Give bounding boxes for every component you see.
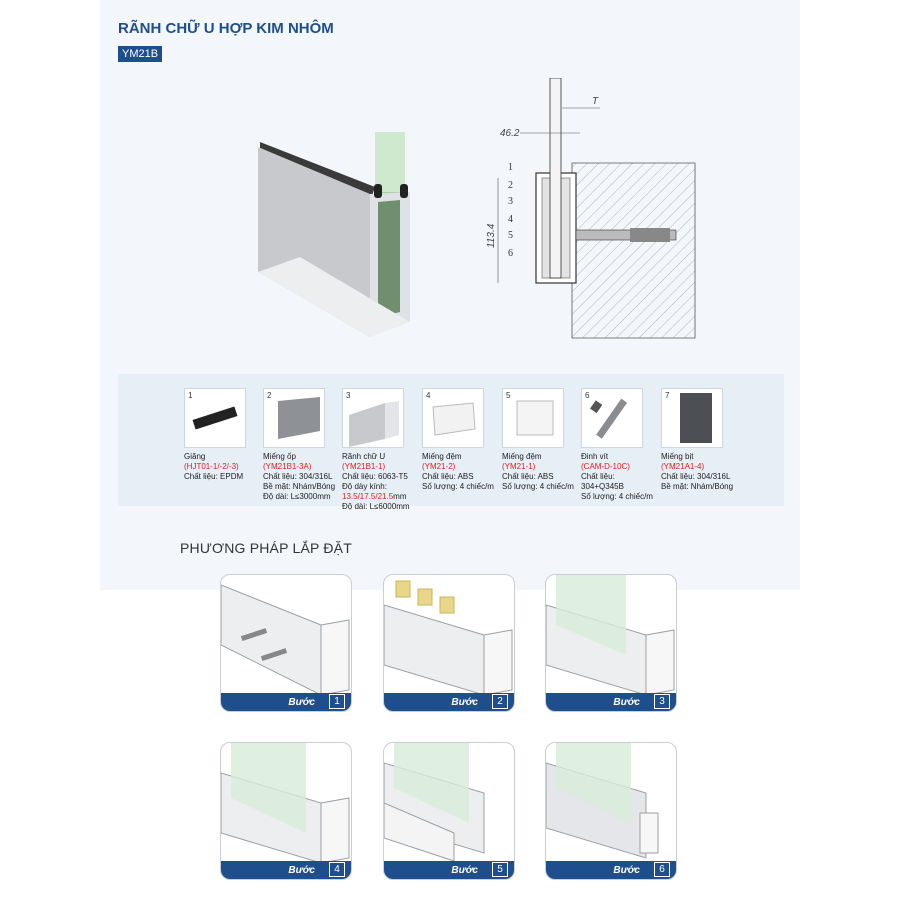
glass-thickness-values: 13.5/17.5/21.5 xyxy=(342,492,394,501)
component-image: 6 xyxy=(581,388,643,448)
component-spec: Số lượng: 4 chiếc/m xyxy=(502,482,574,491)
component-spec: Chất liệu: ABS xyxy=(502,472,554,481)
callout-2: 2 xyxy=(508,180,513,191)
component-spec: Chất liệu: 304+Q345B xyxy=(581,472,624,491)
component-spec: Bề mặt: Nhám/Bóng xyxy=(661,482,734,491)
component-spec: Độ dài: L≤3000mm xyxy=(263,492,331,501)
step-illustration xyxy=(221,584,350,695)
step-illustration xyxy=(384,580,513,695)
step-footer xyxy=(384,861,514,879)
component-spec: Chất liệu: 6063-T5 xyxy=(342,472,408,481)
step-label: Bước xyxy=(451,697,478,708)
component-image: 1 xyxy=(184,388,246,448)
step-label: Bước xyxy=(613,865,640,876)
callout-5: 5 xyxy=(508,230,513,241)
callout-6: 6 xyxy=(508,248,513,259)
component-number: 3 xyxy=(346,391,351,400)
component-code: (YM21B1-1) xyxy=(342,462,386,471)
component-code: (YM21A1-4) xyxy=(661,462,705,471)
step-label: Bước xyxy=(613,697,640,708)
step-number: 4 xyxy=(329,862,345,877)
component-number: 2 xyxy=(267,391,272,400)
component-spec: Độ dày kính: xyxy=(342,482,387,491)
install-step-4: Bước 4 xyxy=(220,742,352,880)
step-footer xyxy=(546,861,676,879)
step-footer xyxy=(546,693,676,711)
install-step-1: Bước 1 xyxy=(220,574,352,712)
section-diagram: 46.2 T 113.4 1 2 3 4 5 6 xyxy=(486,78,696,339)
component-spec: Bề mặt: Nhám/Bóng xyxy=(263,482,336,491)
step-label: Bước xyxy=(451,865,478,876)
component-number: 7 xyxy=(665,391,670,400)
step-number: 5 xyxy=(492,862,508,877)
component-name: Miếng đệm xyxy=(502,452,542,461)
component-spec: Số lượng: 4 chiếc/m xyxy=(581,492,653,501)
step-footer xyxy=(384,693,514,711)
glass-thickness-unit: mm xyxy=(393,492,407,501)
component-image: 7 xyxy=(661,388,723,448)
callout-1: 1 xyxy=(508,162,513,173)
component-number: 4 xyxy=(426,391,431,400)
component-code: (YM21B1-3A) xyxy=(263,462,312,471)
callout-4: 4 xyxy=(508,214,513,225)
component-number: 1 xyxy=(188,391,193,400)
component-code: (CAM-D-10C) xyxy=(581,462,630,471)
step-illustration xyxy=(546,743,659,859)
step-number: 1 xyxy=(329,694,345,709)
component-name: Rãnh chữ U xyxy=(342,452,386,461)
install-step-2: Bước 2 xyxy=(383,574,515,712)
component-7: 7 Miếng bịt (YM21A1-4) Chất liệu: 304/31… xyxy=(661,388,739,492)
component-name: Miếng ốp xyxy=(263,452,296,461)
component-spec: Chất liệu: ABS xyxy=(422,472,474,481)
component-2: 2 Miếng ốp (YM21B1-3A) Chất liệu: 304/31… xyxy=(263,388,341,502)
product-render xyxy=(258,132,410,337)
step-number: 3 xyxy=(654,694,670,709)
component-code: (YM21-2) xyxy=(422,462,456,471)
component-name: Miếng đệm xyxy=(422,452,462,461)
step-illustration xyxy=(384,743,485,862)
component-3: 3 Rãnh chữ U (YM21B1-1) Chất liệu: 6063-… xyxy=(342,388,420,512)
component-code: (HJT01-1/-2/-3) xyxy=(184,462,239,471)
component-number: 6 xyxy=(585,391,590,400)
step-number: 2 xyxy=(492,694,508,709)
install-method-title: PHƯƠNG PHÁP LẮP ĐẶT xyxy=(180,540,352,556)
step-number: 6 xyxy=(654,862,670,877)
component-code: (YM21-1) xyxy=(502,462,536,471)
component-image: 3 xyxy=(342,388,404,448)
install-step-6: Bước 6 xyxy=(545,742,677,880)
product-code-badge: YM21B xyxy=(118,46,163,62)
component-image: 5 xyxy=(502,388,564,448)
step-illustration xyxy=(221,743,350,863)
dim-t-label: T xyxy=(592,96,599,107)
install-step-3: Bước 3 xyxy=(545,574,677,712)
component-image: 4 xyxy=(422,388,484,448)
dim-top-label: 46.2 xyxy=(500,128,520,139)
step-footer xyxy=(221,693,351,711)
step-label: Bước xyxy=(288,697,315,708)
page-title: RÃNH CHỮ U HỢP KIM NHÔM xyxy=(118,20,334,37)
component-spec: Chất liệu: 304/316L xyxy=(263,472,333,481)
dim-height-label: 113.4 xyxy=(486,223,497,248)
component-spec: Chất liệu: 304/316L xyxy=(661,472,731,481)
step-label: Bước xyxy=(288,865,315,876)
callout-3: 3 xyxy=(508,196,513,207)
component-6: 6 Đinh vít (CAM-D-10C) Chất liệu: 304+Q3… xyxy=(581,388,659,502)
component-5: 5 Miếng đệm (YM21-1) Chất liệu: ABS Số l… xyxy=(502,388,580,492)
step-footer xyxy=(221,861,351,879)
component-spec: Số lượng: 4 chiếc/m xyxy=(422,482,494,491)
component-name: Giăng xyxy=(184,452,206,461)
component-1: 1 Giăng (HJT01-1/-2/-3) Chất liệu: EPDM xyxy=(184,388,262,482)
component-image: 2 xyxy=(263,388,325,448)
component-spec: 13.5/17.5/21.5mm xyxy=(342,492,420,502)
step-illustration xyxy=(546,575,675,695)
component-name: Đinh vít xyxy=(581,452,609,461)
component-number: 5 xyxy=(506,391,511,400)
component-spec: Chất liệu: EPDM xyxy=(184,472,244,481)
component-spec: Độ dài: L≤6000mm xyxy=(342,502,410,511)
install-step-5: Bước 5 xyxy=(383,742,515,880)
component-name: Miếng bịt xyxy=(661,452,694,461)
component-4: 4 Miếng đệm (YM21-2) Chất liệu: ABS Số l… xyxy=(422,388,500,492)
